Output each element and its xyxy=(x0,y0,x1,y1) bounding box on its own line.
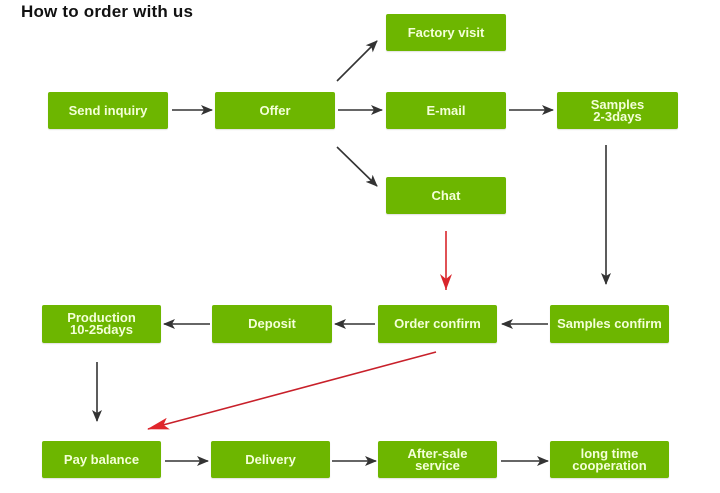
step-delivery[interactable]: Delivery xyxy=(211,441,330,478)
step-pay-balance[interactable]: Pay balance xyxy=(42,441,161,478)
page-title: How to order with us xyxy=(21,2,194,21)
step-label: Production 10-25days xyxy=(67,310,136,337)
step-label: Offer xyxy=(259,102,291,118)
step-production[interactable]: Production 10-25days xyxy=(42,305,161,343)
step-label: Factory visit xyxy=(407,24,485,40)
step-label: After-sale service xyxy=(407,445,468,473)
step-deposit[interactable]: Deposit xyxy=(212,305,332,343)
step-label: Pay balance xyxy=(63,451,140,467)
arrow-offer-to-chat xyxy=(336,146,378,187)
step-label: long time cooperation xyxy=(572,445,647,473)
arrow-order-confirm-to-pay-balance xyxy=(147,351,437,430)
step-label: Send inquiry xyxy=(68,102,148,118)
arrow-chat-to-order-confirm-head xyxy=(440,274,452,290)
step-label: Delivery xyxy=(245,451,296,467)
step-email[interactable]: E-mail xyxy=(386,92,506,129)
step-factory-visit[interactable]: Factory visit xyxy=(386,14,506,51)
step-samples-confirm[interactable]: Samples confirm xyxy=(550,305,669,343)
arrow-offer-to-factory-visit xyxy=(336,40,378,82)
step-send-inquiry[interactable]: Send inquiry xyxy=(48,92,168,129)
step-label: Chat xyxy=(431,187,461,203)
step-offer[interactable]: Offer xyxy=(215,92,335,129)
step-label: E-mail xyxy=(426,102,466,118)
step-label: Deposit xyxy=(248,316,296,331)
step-order-confirm[interactable]: Order confirm xyxy=(378,305,497,343)
step-chat[interactable]: Chat xyxy=(386,177,506,214)
step-label: Order confirm xyxy=(394,316,481,331)
step-samples[interactable]: Samples 2-3days xyxy=(557,92,678,129)
step-label: Samples 2-3days xyxy=(590,96,645,124)
step-long-time-cooperation[interactable]: long time cooperation xyxy=(550,441,669,478)
step-label: Samples confirm xyxy=(557,316,662,331)
step-after-sale-service[interactable]: After-sale service xyxy=(378,441,497,478)
